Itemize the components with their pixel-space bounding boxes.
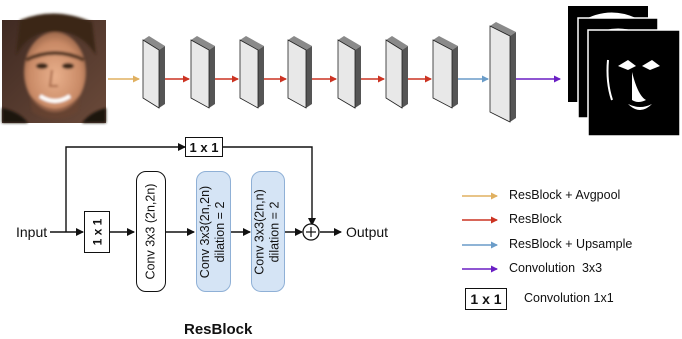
inner-1x1-box: 1 x 1: [84, 211, 110, 253]
feature-map-7: [432, 36, 458, 109]
legend-label-upsample: ResBlock + Upsample: [509, 237, 633, 251]
conv3-label-line2: dilation = 2: [268, 201, 282, 262]
sum-node: [302, 223, 320, 241]
skip-connection-line: [65, 143, 186, 232]
legend-label-conv3x3: Convolution 3x3: [509, 261, 603, 275]
legend-label-avgpool: ResBlock + Avgpool: [509, 188, 621, 202]
output-mask-stack: [568, 6, 681, 137]
inner-1x1-label: 1 x 1: [90, 218, 105, 246]
legend-1x1-box: 1 x 1: [465, 288, 507, 310]
feature-map-2: [190, 36, 215, 109]
skip-connection-line-2: [223, 146, 316, 226]
feature-map-6: [385, 36, 408, 109]
conv2-label-line1: Conv 3x3(2n,2n): [198, 185, 213, 278]
conv1-label: Conv 3x3 (2n,2n): [143, 183, 158, 280]
output-label: Output: [346, 224, 389, 240]
feature-map-3: [239, 36, 264, 109]
input-label: Input: [16, 224, 48, 240]
conv2-label-line2: dilation = 2: [213, 201, 228, 262]
resblock-title: ResBlock: [184, 321, 253, 338]
feature-map-8-large: [489, 22, 516, 123]
conv3-label-line1: Conv 3x3(2n,n): [253, 188, 267, 275]
conv3-dilated-block: Conv 3x3(2n,n) dilation = 2: [251, 171, 285, 292]
feature-map-4: [287, 36, 312, 109]
conv1-block: Conv 3x3 (2n,2n): [136, 171, 166, 292]
skip-1x1-box: 1 x 1: [185, 137, 223, 157]
conv2-dilated-block: Conv 3x3(2n,2n) dilation = 2: [196, 171, 231, 292]
input-face-image: [2, 13, 106, 123]
legend-label-resblock: ResBlock: [509, 212, 562, 226]
feature-map-1: [142, 36, 165, 109]
legend-label-conv1x1: Convolution 1x1: [524, 291, 614, 305]
feature-map-5: [337, 36, 361, 109]
